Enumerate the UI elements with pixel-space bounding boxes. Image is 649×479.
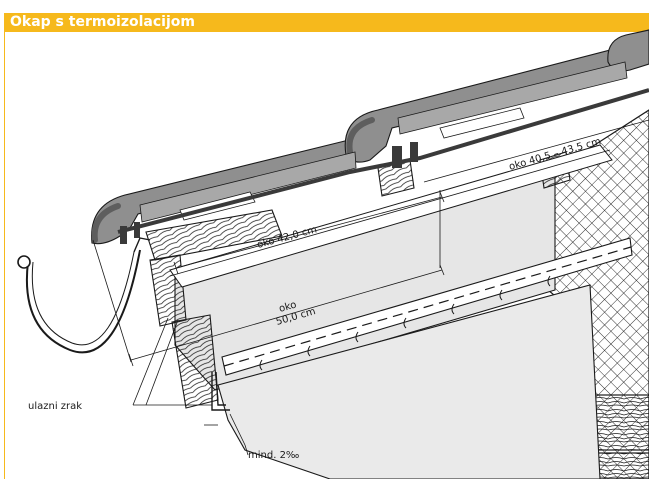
label-air-inlet: ulazni zrak xyxy=(28,401,82,412)
batten-band xyxy=(169,144,613,288)
tile-clips xyxy=(120,142,418,244)
label-slope: mind. 2‰ xyxy=(248,450,299,461)
dimension-lines xyxy=(92,119,649,456)
counter-batten-strip xyxy=(221,237,633,376)
label-overhang-line1: oko xyxy=(278,299,298,314)
rafter xyxy=(217,284,601,479)
roof-tiles xyxy=(91,29,649,245)
figure-header-bar: Okap s termoizolacijom xyxy=(4,13,649,32)
roof-membrane xyxy=(117,88,649,234)
eave-fascia-boards xyxy=(145,151,571,409)
frame-left-rule xyxy=(4,32,5,479)
figure-title: Okap s termoizolacijom xyxy=(10,14,195,30)
eave-vent-flashing xyxy=(211,371,230,411)
gutter xyxy=(17,237,151,354)
